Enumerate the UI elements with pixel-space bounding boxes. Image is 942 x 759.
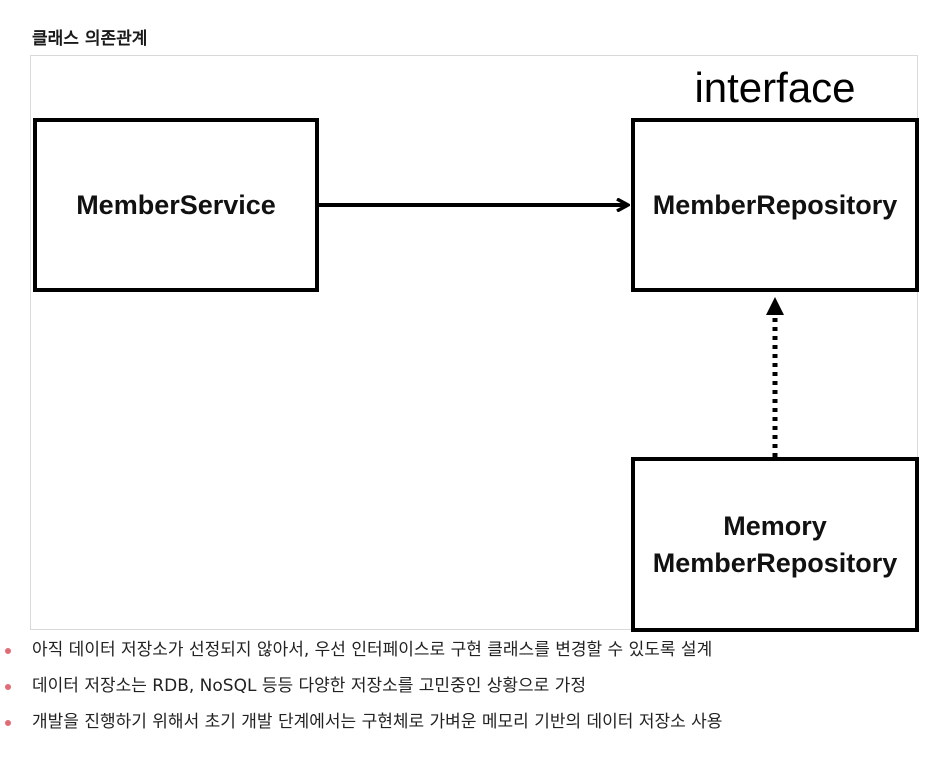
member-service-box: MemberService [33, 118, 319, 292]
bullet-icon [5, 648, 11, 654]
list-item: 아직 데이터 저장소가 선정되지 않아서, 우선 인터페이스로 구현 클래스를 … [0, 640, 942, 676]
list-item: 개발을 진행하기 위해서 초기 개발 단계에서는 구현체로 가벼운 메모리 기반… [0, 712, 942, 748]
note-text: 개발을 진행하기 위해서 초기 개발 단계에서는 구현체로 가벼운 메모리 기반… [32, 712, 723, 732]
list-item: 데이터 저장소는 RDB, NoSQL 등등 다양한 저장소를 고민중인 상황으… [0, 676, 942, 712]
member-repository-label: MemberRepository [652, 189, 898, 220]
note-text: 데이터 저장소는 RDB, NoSQL 등등 다양한 저장소를 고민중인 상황으… [32, 676, 587, 696]
bullet-icon [5, 720, 11, 726]
class-dependency-diagram: interface MemberService MemberRepository… [30, 55, 919, 632]
note-text: 아직 데이터 저장소가 선정되지 않아서, 우선 인터페이스로 구현 클래스를 … [32, 640, 713, 660]
memory-label-line2: MemberRepository [652, 547, 898, 578]
bullet-icon [5, 684, 11, 690]
notes-list: 아직 데이터 저장소가 선정되지 않아서, 우선 인터페이스로 구현 클래스를 … [0, 640, 942, 748]
section-title: 클래스 의존관계 [32, 29, 148, 49]
member-service-label: MemberService [76, 189, 276, 220]
memory-label-line1: Memory [723, 510, 827, 541]
interface-label: interface [694, 64, 856, 111]
memory-member-repository-box: Memory MemberRepository [631, 457, 919, 632]
member-repository-box: MemberRepository [631, 118, 919, 292]
diagram-arrows [319, 56, 784, 457]
